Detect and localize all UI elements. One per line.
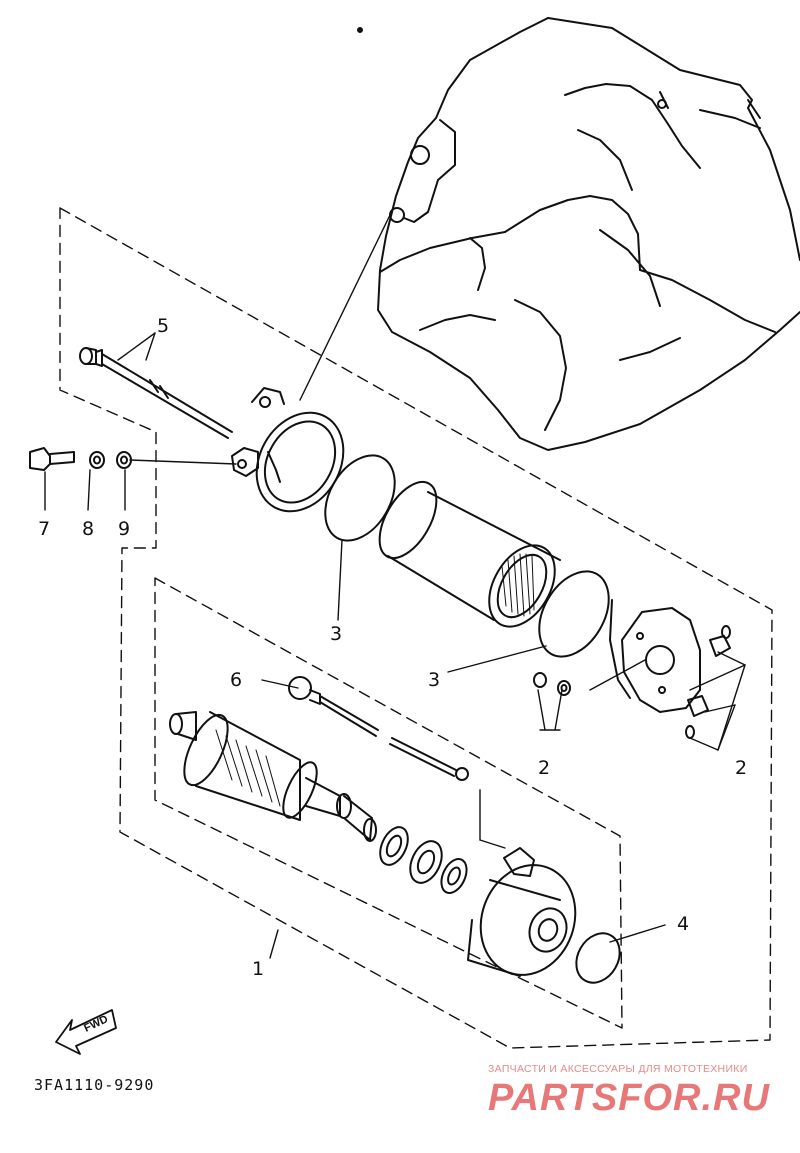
o-ring-rear — [538, 570, 610, 658]
bearing-washers — [379, 826, 468, 894]
small-fasteners — [533, 672, 571, 696]
label-part-4: 4 — [677, 913, 689, 935]
through-bolt — [79, 347, 233, 439]
terminal-bolt — [288, 676, 469, 781]
label-part-6: 6 — [230, 669, 242, 691]
leader-lines — [44, 214, 746, 959]
fwd-label: FWD — [82, 1013, 110, 1034]
label-part-8: 8 — [82, 518, 94, 540]
drawing-code: 3FA1110-9290 — [34, 1076, 154, 1094]
fwd-arrow-icon — [55, 1009, 117, 1055]
o-ring-front — [324, 454, 396, 542]
watermark-tagline: ЗАПЧАСТИ И АКСЕССУАРЫ ДЛЯ МОТОТЕХНИКИ — [488, 1063, 748, 1075]
armature — [169, 711, 377, 842]
label-part-3b: 3 — [428, 669, 440, 691]
watermark: ЗАПЧАСТИ И АКСЕССУАРЫ ДЛЯ МОТОТЕХНИКИ PA… — [488, 1063, 770, 1119]
front-cover — [231, 387, 345, 513]
yoke-housing — [378, 481, 561, 628]
label-part-7: 7 — [38, 518, 50, 540]
brush-holder — [609, 599, 731, 739]
o-ring-rear-cover — [575, 932, 621, 984]
rear-cover — [467, 847, 577, 977]
assembly-boundary — [59, 207, 773, 1049]
label-part-2b: 2 — [735, 757, 747, 779]
label-part-9: 9 — [118, 518, 130, 540]
motor-subassembly-boundary — [154, 577, 623, 1029]
label-part-3a: 3 — [330, 623, 342, 645]
bolt-washers — [29, 447, 132, 471]
label-part-2a: 2 — [538, 757, 550, 779]
crankcase-outline — [357, 17, 800, 451]
label-part-5: 5 — [157, 315, 169, 337]
label-part-1: 1 — [252, 958, 264, 980]
part-labels: 5 7 8 9 3 3 6 2 2 4 1 FWD 3FA1110-9290 — [34, 315, 747, 1094]
watermark-brand: PARTSFOR.RU — [488, 1077, 770, 1119]
